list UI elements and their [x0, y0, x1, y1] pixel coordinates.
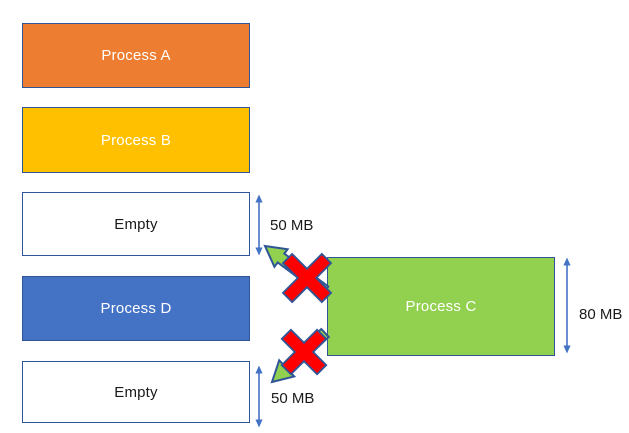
measure-arrow-top-empty-icon — [255, 194, 263, 256]
arrowhead-down-icon — [255, 247, 263, 256]
arrowhead-up-icon — [255, 365, 263, 374]
memory-block-label: Process B — [100, 131, 172, 149]
memory-block-label: Empty — [114, 383, 158, 401]
memory-block-label: Process C — [405, 298, 477, 315]
memory-block-label: Process D — [100, 300, 172, 317]
size-label-top-empty: 50 MB — [270, 217, 314, 234]
size-label-bottom-empty: 50 MB — [271, 390, 315, 407]
memory-block-process-c: Process C — [327, 257, 555, 356]
move-arrow-to-bottom-empty-icon — [270, 327, 331, 384]
memory-block-process-b: Process B — [22, 107, 250, 173]
memory-block-process-a: Process A — [22, 23, 250, 88]
memory-block-empty-bottom: Empty — [22, 361, 250, 423]
memory-block-label: Empty — [114, 215, 158, 233]
measure-arrow-process-c-icon — [563, 257, 571, 354]
memory-block-process-d: Process D — [22, 276, 250, 341]
arrowhead-down-icon — [255, 419, 263, 428]
arrowhead-down-icon — [563, 345, 571, 354]
move-arrow-to-top-empty-icon — [263, 244, 330, 297]
memory-block-empty-top: Empty — [22, 192, 250, 256]
memory-block-label: Process A — [101, 47, 171, 64]
arrowhead-up-icon — [563, 257, 571, 266]
measure-arrow-bottom-empty-icon — [255, 365, 263, 428]
arrowhead-up-icon — [255, 194, 263, 203]
size-label-process-c: 80 MB — [579, 306, 623, 323]
